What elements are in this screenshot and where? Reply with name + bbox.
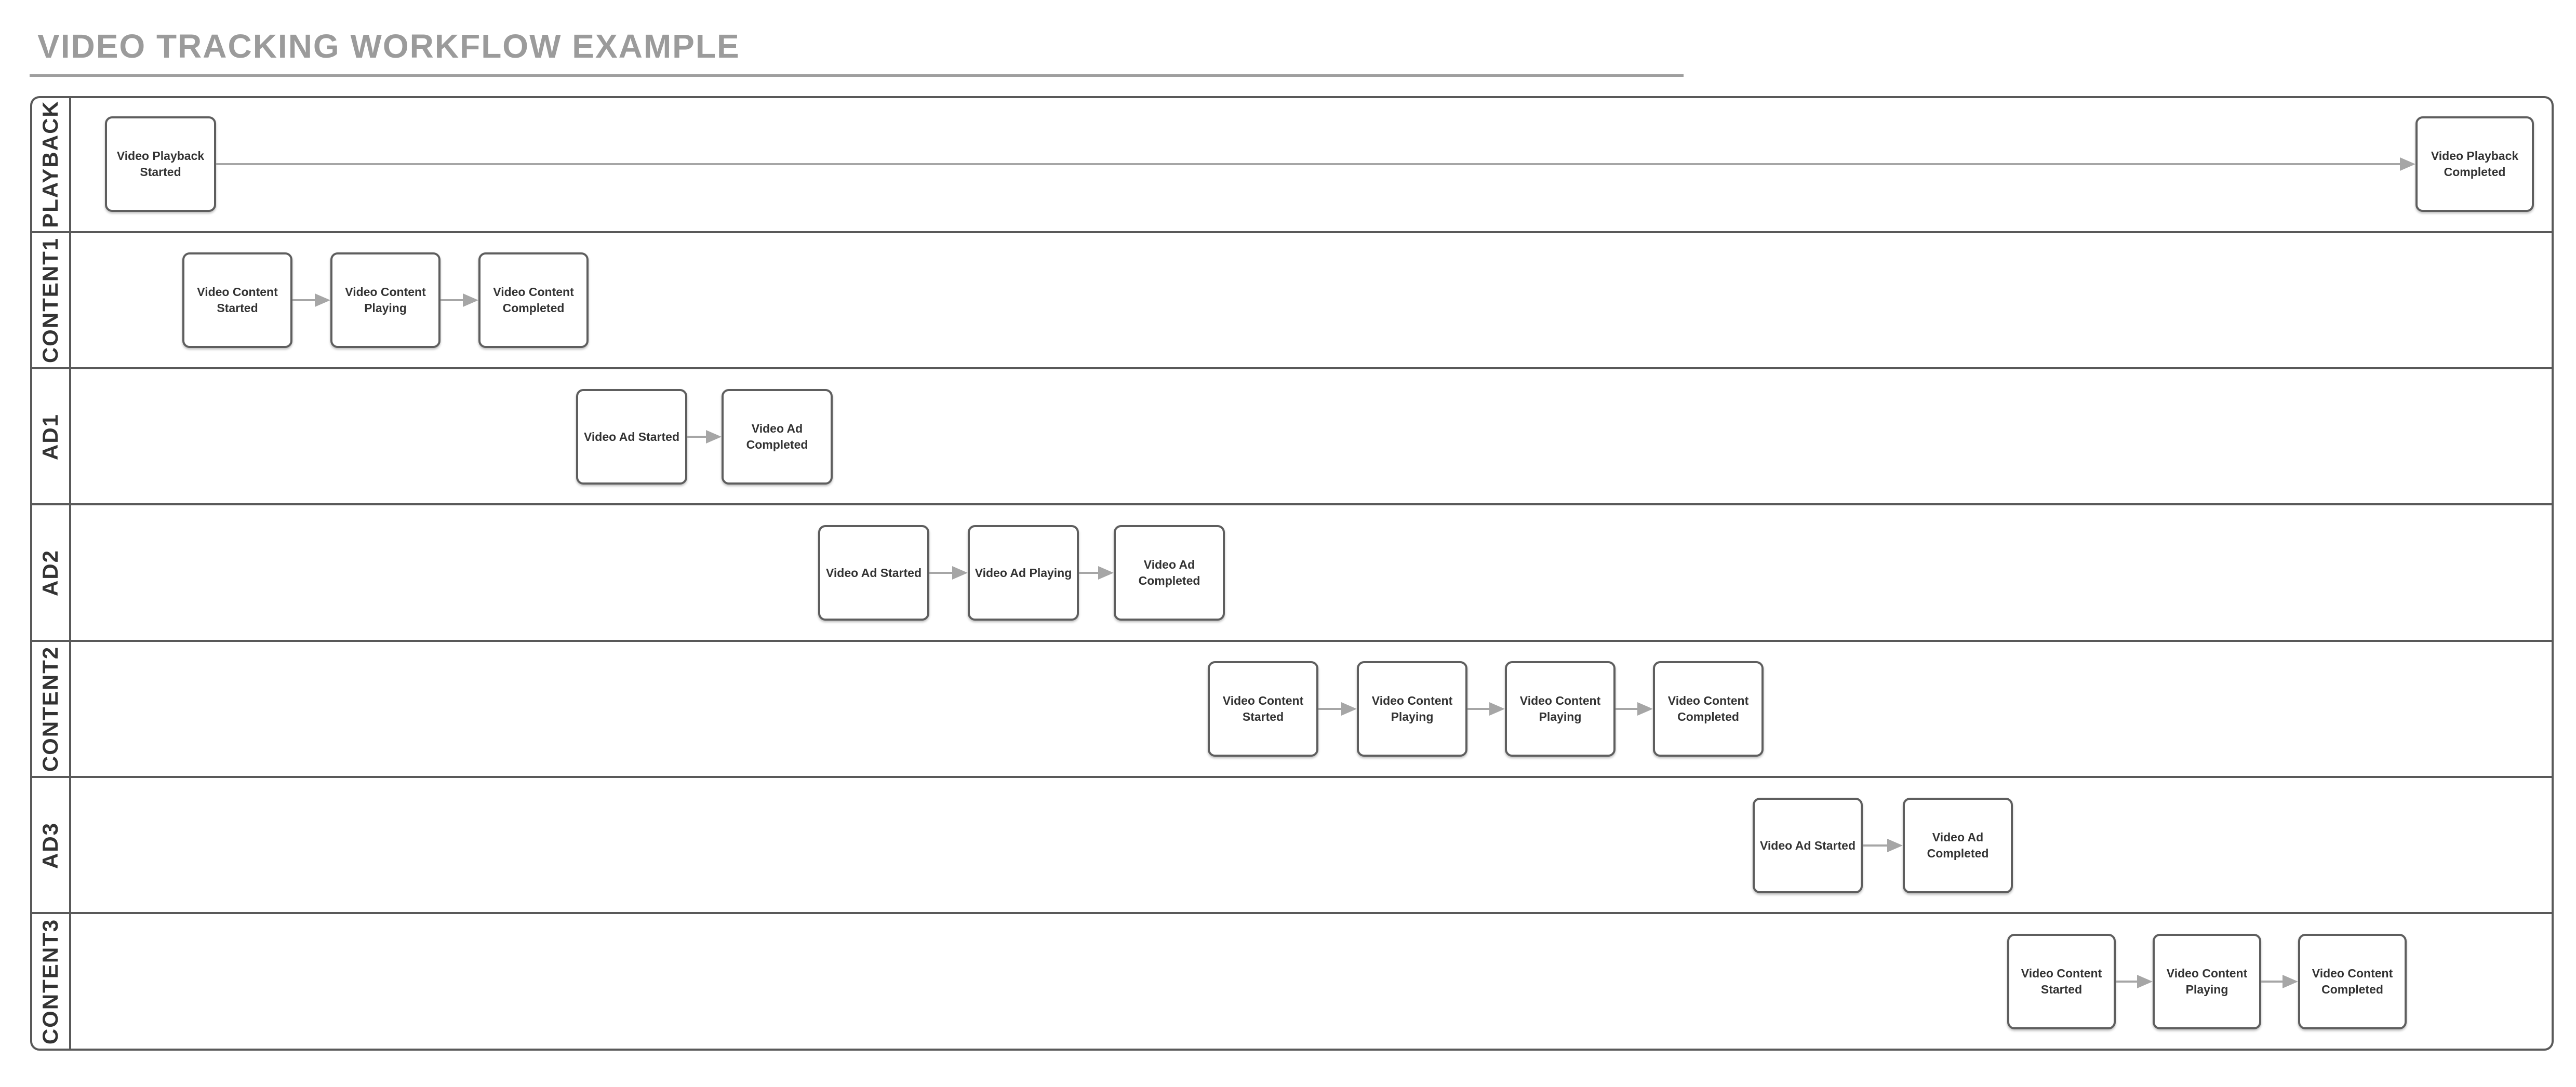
flow-arrow[interactable]	[1863, 839, 1903, 852]
flow-arrow[interactable]	[1467, 702, 1505, 716]
lane-header-playback[interactable]: PLAYBACK	[38, 100, 62, 228]
lane-divider	[31, 776, 2553, 778]
title-underline	[30, 74, 1684, 77]
lane-header-content1[interactable]: CONTENT1	[38, 237, 62, 364]
lane-divider	[31, 503, 2553, 505]
lane-divider	[31, 640, 2553, 642]
node-content3-video-content-started[interactable]: Video Content Started	[2007, 934, 2116, 1029]
node-label: Video Ad Started	[825, 566, 922, 580]
flow-arrow[interactable]	[292, 293, 330, 307]
node-playback-video-playback-started[interactable]: Video Playback Started	[105, 116, 216, 212]
node-ad2-video-ad-started[interactable]: Video Ad Started	[818, 525, 929, 621]
arrow-shaft	[1863, 844, 1888, 847]
arrow-shaft	[441, 299, 464, 301]
node-ad2-video-ad-completed[interactable]: Video Ad Completed	[1114, 525, 1225, 621]
flow-arrow[interactable]	[1318, 702, 1357, 716]
arrow-shaft	[1318, 708, 1342, 710]
node-label: Video Playback Started	[116, 149, 205, 179]
arrowhead-icon	[1489, 702, 1505, 716]
node-ad3-video-ad-started[interactable]: Video Ad Started	[1753, 798, 1863, 893]
node-label: Video Content Started	[2021, 967, 2102, 996]
node-label: Video Content Completed	[2312, 967, 2393, 996]
arrowhead-icon	[706, 430, 722, 444]
node-label: Video Ad Playing	[975, 566, 1072, 580]
lane-header-content2[interactable]: CONTENT2	[38, 646, 62, 772]
lane-header-ad3[interactable]: AD3	[38, 822, 62, 869]
flow-arrow[interactable]	[441, 293, 478, 307]
arrow-shaft	[216, 163, 2401, 165]
node-content3-video-content-playing[interactable]: Video Content Playing	[2153, 934, 2261, 1029]
lane-divider	[31, 912, 2553, 914]
arrow-shaft	[687, 436, 707, 438]
lane-divider	[31, 367, 2553, 369]
node-label: Video Content Started	[197, 285, 278, 315]
flow-arrow[interactable]	[1079, 566, 1114, 580]
node-content2-video-content-started[interactable]: Video Content Started	[1208, 661, 1318, 757]
arrow-shaft	[292, 299, 316, 301]
arrowhead-icon	[2400, 157, 2415, 171]
arrowhead-icon	[1341, 702, 1357, 716]
node-content1-video-content-completed[interactable]: Video Content Completed	[478, 252, 589, 348]
flow-arrow[interactable]	[2116, 975, 2153, 988]
flow-arrow[interactable]	[216, 157, 2415, 171]
node-label: Video Content Playing	[1371, 694, 1453, 723]
node-label: Video Content Completed	[1667, 694, 1749, 723]
lane-header-column-divider	[69, 97, 71, 1050]
node-playback-video-playback-completed[interactable]: Video Playback Completed	[2415, 116, 2534, 212]
arrow-shaft	[929, 572, 953, 574]
node-label: Video Content Playing	[1519, 694, 1601, 723]
diagram-title: VIDEO TRACKING WORKFLOW EXAMPLE	[37, 28, 740, 65]
node-label: Video Ad Completed	[1927, 830, 1989, 860]
lane-divider	[31, 231, 2553, 233]
node-label: Video Playback Completed	[2431, 149, 2519, 179]
node-content2-video-content-playing-2[interactable]: Video Content Playing	[1505, 661, 1616, 757]
node-label: Video Ad Started	[1759, 838, 1856, 852]
lane-header-content3[interactable]: CONTENT3	[38, 918, 62, 1045]
node-label: Video Content Playing	[345, 285, 426, 315]
node-label: Video Content Started	[1222, 694, 1304, 723]
arrowhead-icon	[2137, 975, 2153, 988]
node-label: Video Ad Completed	[1138, 558, 1200, 587]
lane-header-ad1[interactable]: AD1	[38, 413, 62, 461]
arrowhead-icon	[1887, 839, 1903, 852]
arrowhead-icon	[315, 293, 330, 307]
swimlane-table-frame	[30, 96, 2554, 1051]
node-ad3-video-ad-completed[interactable]: Video Ad Completed	[1903, 798, 2013, 893]
node-content3-video-content-completed[interactable]: Video Content Completed	[2298, 934, 2407, 1029]
arrowhead-icon	[1637, 702, 1653, 716]
node-content2-video-content-playing-1[interactable]: Video Content Playing	[1357, 661, 1467, 757]
node-label: Video Content Playing	[2166, 967, 2248, 996]
lane-header-ad2[interactable]: AD2	[38, 549, 62, 597]
flow-arrow[interactable]	[929, 566, 968, 580]
node-ad1-video-ad-completed[interactable]: Video Ad Completed	[722, 389, 833, 485]
node-content1-video-content-playing[interactable]: Video Content Playing	[330, 252, 441, 348]
arrow-shaft	[2116, 981, 2138, 983]
flow-arrow[interactable]	[2261, 975, 2298, 988]
arrow-shaft	[1467, 708, 1490, 710]
node-label: Video Ad Completed	[746, 422, 808, 451]
node-content2-video-content-completed[interactable]: Video Content Completed	[1653, 661, 1764, 757]
node-label: Video Ad Started	[583, 430, 680, 444]
arrow-shaft	[1616, 708, 1638, 710]
arrowhead-icon	[2283, 975, 2298, 988]
arrow-shaft	[2261, 981, 2284, 983]
node-content1-video-content-started[interactable]: Video Content Started	[182, 252, 292, 348]
node-ad1-video-ad-started[interactable]: Video Ad Started	[576, 389, 687, 485]
arrowhead-icon	[952, 566, 968, 580]
arrowhead-icon	[1098, 566, 1114, 580]
node-label: Video Content Completed	[493, 285, 574, 315]
arrowhead-icon	[463, 293, 478, 307]
node-ad2-video-ad-playing[interactable]: Video Ad Playing	[968, 525, 1079, 621]
arrow-shaft	[1079, 572, 1099, 574]
flow-arrow[interactable]	[1616, 702, 1653, 716]
flow-arrow[interactable]	[687, 430, 722, 444]
